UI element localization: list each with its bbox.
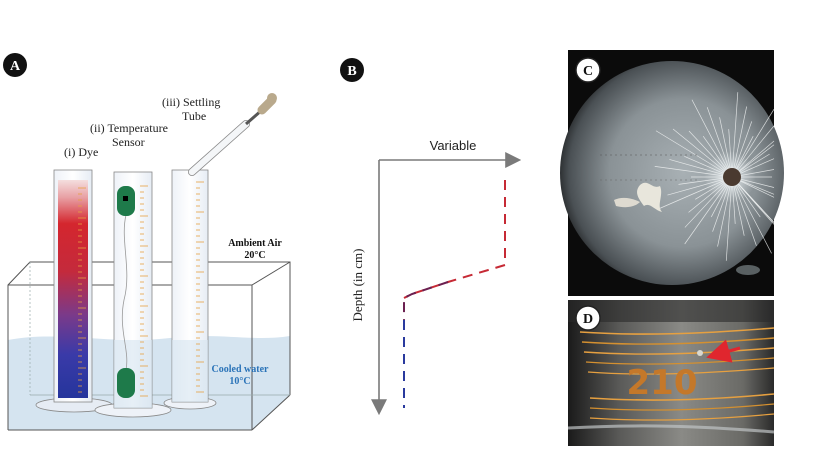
temperature-sensor-cylinder — [94, 171, 172, 418]
ambient-air-temp: 20°C — [244, 250, 265, 261]
panel-b: B Variable Depth (in cm) — [340, 58, 522, 416]
label-settling-tube: (iii) Settling — [162, 95, 220, 109]
dye-tick-marks — [78, 187, 86, 393]
panel-a: A — [3, 53, 291, 431]
settling-particle — [697, 350, 703, 356]
label-dye: (i) Dye — [64, 145, 98, 159]
x-axis-label: Variable — [430, 138, 477, 153]
cooled-water-label: Cooled water — [212, 364, 269, 375]
panel-c-badge-letter: C — [583, 64, 593, 79]
label-settling-tube-2: Tube — [182, 109, 206, 123]
panel-a-badge: A — [3, 53, 27, 77]
particle-large — [637, 182, 662, 212]
profile-purple-segment — [403, 281, 449, 320]
panel-b-badge: B — [340, 58, 364, 82]
panel-d-badge-letter: D — [583, 312, 593, 327]
panel-c-badge: C — [575, 57, 601, 83]
label-temperature-sensor-2: Sensor — [112, 135, 145, 149]
pointer-arrow — [706, 339, 741, 363]
label-temperature-sensor: (ii) Temperature — [90, 121, 168, 135]
crystal-center — [723, 168, 741, 186]
panel-a-badge-letter: A — [10, 59, 21, 74]
settling-tube-cylinder — [163, 169, 217, 410]
pipette — [188, 93, 277, 176]
tube-tick-marks — [196, 181, 204, 393]
sensor-probe-bottom — [117, 368, 135, 398]
particle-small — [614, 197, 640, 208]
panel-d: 210 D — [567, 300, 775, 446]
sensor-tick-marks — [140, 185, 148, 397]
cooled-water-temp: 10°C — [229, 376, 250, 387]
y-axis-label: Depth (in cm) — [350, 249, 365, 322]
ambient-air-label: Ambient Air — [228, 238, 282, 249]
microscope-field — [560, 61, 784, 285]
panel-d-badge: D — [575, 305, 601, 331]
dye-column — [58, 180, 88, 398]
panel-b-badge-letter: B — [347, 64, 356, 79]
scale-number: 210 — [627, 363, 698, 403]
panel-c: C — [560, 50, 784, 296]
profile-transition-segment — [403, 264, 506, 299]
